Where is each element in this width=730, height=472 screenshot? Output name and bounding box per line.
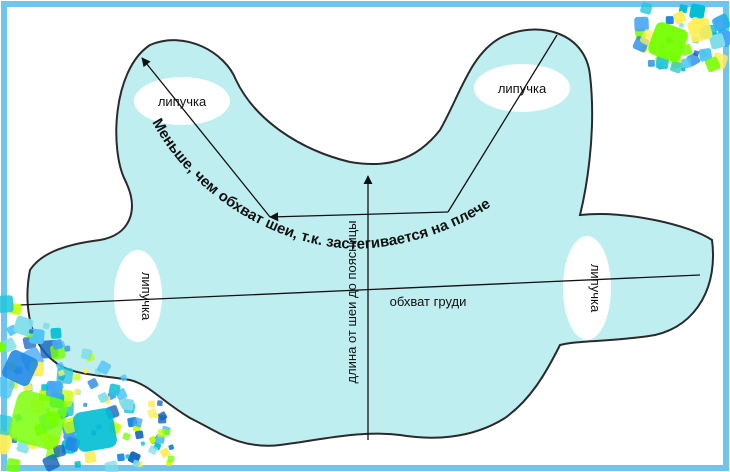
decorative-cube (42, 454, 60, 472)
decorative-cube (87, 378, 99, 390)
decorative-cube (46, 380, 63, 398)
decorative-cube (148, 435, 157, 444)
decorative-cube (0, 295, 14, 313)
neck-line-right (447, 34, 558, 213)
decorative-cube (52, 339, 63, 350)
decorative-cube (58, 369, 65, 377)
pattern-shape (26, 28, 714, 447)
decorative-cube (73, 408, 117, 452)
decorative-cube (80, 348, 93, 360)
velcro-label-left: липучка (139, 272, 154, 321)
decorative-cube (634, 16, 649, 32)
decorative-cube (64, 345, 71, 352)
decorative-cube (132, 459, 141, 468)
decorative-cube (74, 388, 81, 395)
velcro-left-patch (114, 250, 162, 342)
decorative-cube (116, 453, 125, 462)
decorative-cube (53, 444, 66, 458)
decorative-cube (153, 412, 160, 419)
velcro-top-left-patch (134, 77, 230, 125)
decorative-cube (108, 383, 121, 396)
decorative-cube (160, 447, 170, 458)
velcro-label-top-left: липучка (158, 94, 207, 109)
decorative-cubes-top-right (632, 2, 730, 74)
decorative-cube (168, 444, 175, 451)
decorative-cube (678, 4, 688, 14)
decorative-cube (0, 341, 6, 353)
decorative-cube (640, 2, 653, 15)
chest-girth-line (19, 274, 701, 306)
decorative-cube (693, 50, 700, 57)
decorative-cube (122, 398, 134, 411)
back-length-label: длина от шеи до поясницы (344, 221, 359, 384)
decorative-cube (167, 455, 175, 463)
neck-line-left (141, 57, 271, 218)
decorative-cubes-bottom-left (0, 295, 175, 472)
decorative-cube (709, 33, 726, 50)
decorative-cube (50, 327, 62, 339)
decorative-cube (647, 59, 655, 67)
velcro-label-right: липучка (588, 264, 603, 313)
decorative-cube (665, 16, 674, 25)
decorative-cube (104, 460, 119, 472)
neck-line-bottom (269, 211, 449, 222)
decorative-cube (672, 10, 687, 25)
decorative-cube (97, 392, 109, 403)
decorative-cube (42, 322, 50, 330)
decorative-cube (8, 390, 68, 450)
velcro-label-top-right: липучка (498, 81, 547, 96)
velcro-right-patch (563, 236, 611, 340)
decorative-cube (82, 368, 88, 374)
decorative-cube (681, 57, 692, 69)
decorative-cube (134, 430, 144, 440)
decorative-cube (2, 350, 38, 386)
decorative-cube (699, 50, 708, 58)
decorative-cube (0, 376, 15, 399)
decorative-cube (669, 60, 683, 74)
decorative-cube (74, 461, 81, 468)
decorative-cube (83, 402, 88, 407)
decorative-cube (5, 458, 21, 472)
decorative-cube (0, 414, 13, 436)
decorative-cube (41, 384, 48, 391)
decorative-cube (156, 400, 163, 407)
decorative-cube (1, 337, 17, 353)
decorative-cube (84, 451, 97, 464)
decorative-cube (687, 17, 713, 43)
decorative-cube (158, 411, 168, 421)
decorative-cube (64, 436, 80, 452)
decorative-cube (140, 441, 146, 446)
decorative-cube (157, 429, 167, 438)
decorative-cube (704, 56, 721, 73)
velcro-top-right-patch (474, 64, 570, 112)
decorative-cube (163, 429, 171, 436)
decorative-cube (132, 417, 143, 428)
decorative-cube (122, 432, 131, 441)
decorative-cube (678, 22, 685, 28)
decorative-cube (689, 3, 706, 20)
decorative-cube (711, 15, 728, 32)
decorative-cube (13, 315, 34, 337)
decorative-cube (73, 373, 81, 381)
chest-girth-label: обхват груди (390, 294, 467, 309)
decorative-cube (648, 22, 688, 62)
decorative-cube (125, 454, 130, 459)
decorative-cube (120, 374, 128, 382)
decorative-cube (148, 445, 158, 455)
decorative-cube (28, 329, 34, 334)
decorative-cube (147, 400, 156, 408)
decorative-cube (97, 360, 112, 375)
